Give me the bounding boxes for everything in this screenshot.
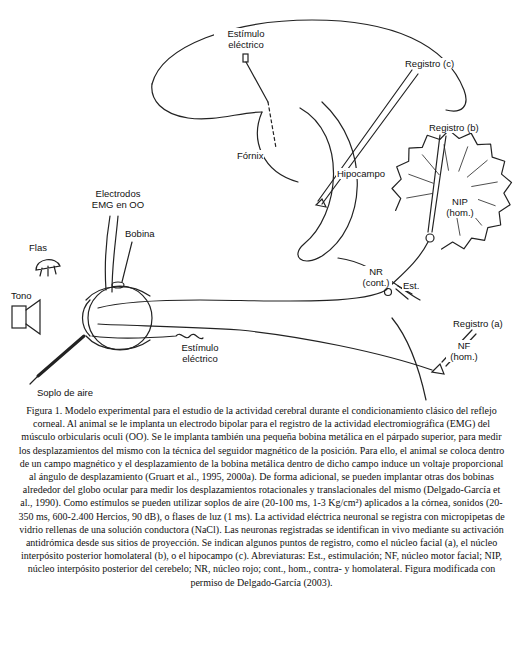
flash-lamp [36, 260, 60, 276]
figure-caption: Figura 1. Modelo experimental para el es… [18, 404, 505, 589]
nf-axon [98, 324, 432, 370]
stimulus-label: Soplo de aire [36, 387, 94, 398]
cornea [83, 300, 91, 336]
recording-label: Registro (b) [428, 122, 480, 133]
caption-text: Figura 1. Modelo experimental para el es… [18, 405, 504, 588]
speaker-cone [26, 300, 40, 334]
cerebellum-folium [409, 174, 433, 183]
cerebellum-folium [444, 145, 449, 171]
stimulation-label: Est. [402, 280, 420, 291]
stimulus-label: Tono [10, 290, 33, 301]
recording-label: Registro (c) [404, 58, 455, 69]
structure-label: Fórnix [236, 150, 264, 161]
cerebellum-folium [407, 194, 433, 199]
nip-neuron [426, 234, 434, 242]
fornix [258, 112, 299, 182]
upper-eyelid [86, 287, 150, 300]
coil [112, 282, 124, 288]
stim-electrode-tip [268, 102, 276, 148]
emg-electrodes [105, 216, 118, 292]
eyeball [88, 286, 152, 350]
coil-label: Bobina [124, 228, 156, 239]
electrode-label: Electrodos EMG en OO [86, 188, 150, 210]
structure-label: Hipocampo [336, 168, 386, 179]
hippocampus [298, 102, 357, 261]
cerebellum-outline [392, 130, 512, 249]
pipette-c [318, 70, 418, 204]
air-puff-tube [30, 374, 40, 384]
cerebellum-folium [459, 147, 468, 171]
nucleus-label: NIP (hom.) [442, 196, 478, 218]
coil-leader [122, 242, 132, 282]
stim-wire [92, 334, 203, 339]
stim-electrode-head [243, 54, 248, 62]
nucleus-label: NR (cont.) [360, 266, 392, 288]
cerebellum-folium [422, 155, 439, 175]
cerebrum-outline [152, 20, 466, 111]
nf-neuron [432, 364, 444, 374]
recording-label: Registro (a) [452, 318, 504, 329]
stimulus-label: Estímulo eléctrico [168, 342, 232, 364]
cerebellum [392, 130, 512, 249]
cerebellum-folium [472, 182, 498, 187]
air-puff-tube [38, 336, 84, 376]
cerebellum-folium [467, 160, 487, 177]
stimulus-label: Estímulo eléctrico [214, 28, 278, 50]
speaker [12, 306, 26, 328]
nip-axon [98, 242, 428, 308]
stimulus-label: Flas [28, 242, 48, 253]
cerebrum-base [152, 84, 262, 119]
neuron-c [316, 199, 326, 207]
nucleus-label: NF (hom.) [446, 340, 482, 362]
nr-neuron [385, 289, 392, 296]
stim-electrode [246, 62, 268, 102]
